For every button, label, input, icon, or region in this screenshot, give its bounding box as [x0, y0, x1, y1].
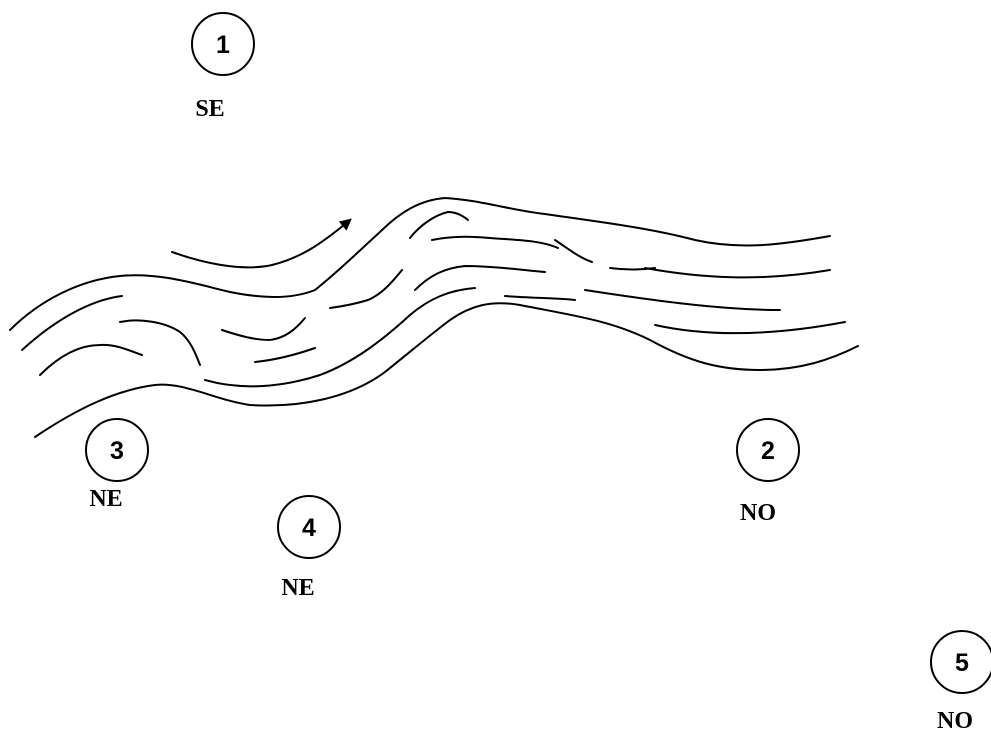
river-top-bank-line [171, 218, 352, 269]
marker-direction-label: NE [89, 486, 122, 512]
river-flow-line [584, 289, 781, 311]
marker-circle [85, 418, 149, 482]
river-flow-line [644, 267, 831, 279]
river-flow-line [554, 239, 593, 263]
marker-number: 2 [761, 437, 775, 465]
marker-direction-label: SE [195, 96, 224, 122]
river-flow-line [9, 274, 316, 331]
marker-number: 4 [302, 514, 316, 542]
river-flow-line [254, 347, 316, 363]
river-flow-line [414, 264, 546, 291]
marker-2: 2 NO [736, 418, 800, 526]
river-flow-line [119, 319, 201, 366]
river-top-bank-line [314, 196, 831, 291]
river-flow-line [654, 321, 846, 335]
river-flow-line [204, 287, 476, 388]
river-flow-lines [9, 196, 859, 438]
river-flow-line [39, 343, 143, 376]
river-bottom-bank-line [34, 302, 859, 438]
marker-circle [736, 418, 800, 482]
river-flow-line [329, 269, 403, 309]
river-flow-line [504, 295, 576, 301]
marker-circle [277, 495, 341, 559]
marker-number: 5 [955, 649, 969, 677]
marker-number: 1 [216, 31, 230, 59]
river-flow-line [431, 235, 559, 249]
marker-4: 4 NE [277, 495, 341, 601]
marker-direction-label: NO [937, 708, 973, 733]
marker-1: 1 SE [191, 12, 255, 122]
marker-3: 3 NE [85, 418, 149, 512]
marker-direction-label: NE [281, 575, 314, 601]
river-flow-line [221, 317, 306, 342]
marker-number: 3 [110, 437, 124, 465]
marker-direction-label: NO [740, 500, 776, 526]
marker-circle [191, 12, 255, 76]
river-flow-line [409, 210, 469, 239]
marker-circle [930, 630, 991, 694]
marker-5: 5 NO [930, 630, 991, 733]
river-flow-line [21, 295, 123, 351]
